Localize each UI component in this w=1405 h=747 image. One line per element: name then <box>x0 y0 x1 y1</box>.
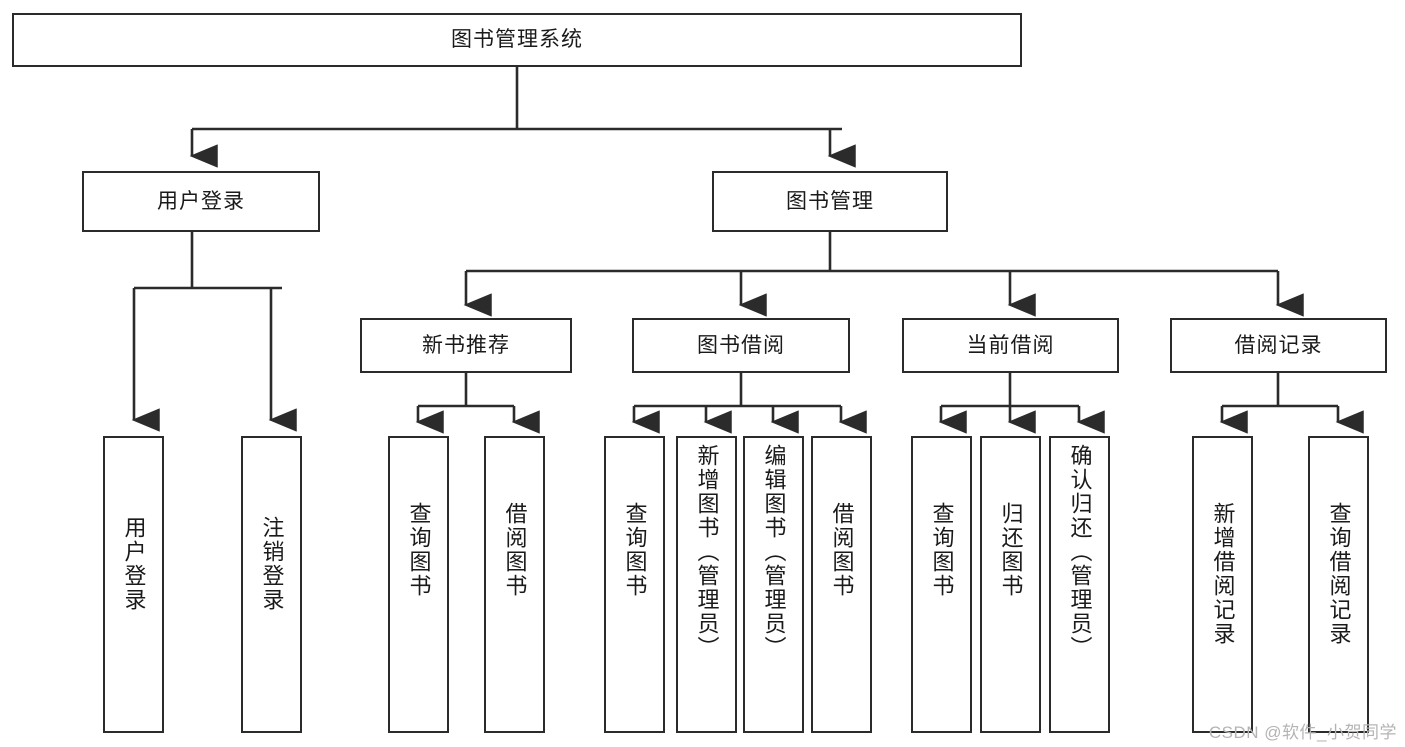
node-current-borrow-label: 当前借阅 <box>966 333 1055 357</box>
node-book-borrow[interactable]: 图书借阅 <box>632 318 850 373</box>
node-borrow-record-label: 借阅记录 <box>1234 333 1323 357</box>
node-leaf-query-book-3[interactable]: 查询图书 <box>911 436 972 733</box>
node-root-label: 图书管理系统 <box>451 28 583 52</box>
node-current-borrow[interactable]: 当前借阅 <box>902 318 1119 373</box>
node-leaf-logout-login[interactable]: 注销登录 <box>241 436 302 733</box>
node-leaf-borrow-book-1-label: 借阅图书 <box>502 502 528 598</box>
node-leaf-query-book-3-label: 查询图书 <box>929 502 955 598</box>
node-leaf-return-book[interactable]: 归还图书 <box>980 436 1041 733</box>
node-leaf-logout-login-label: 注销登录 <box>259 516 285 612</box>
node-new-book-recommend[interactable]: 新书推荐 <box>360 318 572 373</box>
node-book-borrow-label: 图书借阅 <box>697 333 785 357</box>
node-leaf-query-record[interactable]: 查询借阅记录 <box>1308 436 1369 733</box>
node-root[interactable]: 图书管理系统 <box>12 13 1022 67</box>
node-leaf-user-login[interactable]: 用户登录 <box>103 436 164 733</box>
watermark-credit: CSDN @软件_小贺同学 <box>1208 723 1397 742</box>
node-leaf-query-record-label: 查询借阅记录 <box>1326 502 1352 646</box>
node-leaf-query-book-1-label: 查询图书 <box>406 502 432 598</box>
node-leaf-confirm-return-label: 确认归还（管理员） <box>1067 444 1093 660</box>
node-user-login-label: 用户登录 <box>157 189 245 213</box>
node-book-manage[interactable]: 图书管理 <box>712 171 948 232</box>
node-borrow-record[interactable]: 借阅记录 <box>1170 318 1387 373</box>
node-leaf-add-book-label: 新增图书（管理员） <box>694 444 720 660</box>
node-leaf-user-login-label: 用户登录 <box>121 516 147 612</box>
node-leaf-query-book-1[interactable]: 查询图书 <box>388 436 449 733</box>
node-leaf-return-book-label: 归还图书 <box>998 502 1024 598</box>
node-book-manage-label: 图书管理 <box>786 189 874 213</box>
node-leaf-borrow-book-2-label: 借阅图书 <box>829 502 855 598</box>
node-new-book-recommend-label: 新书推荐 <box>422 333 510 357</box>
node-leaf-confirm-return[interactable]: 确认归还（管理员） <box>1049 436 1110 733</box>
node-leaf-borrow-book-1[interactable]: 借阅图书 <box>484 436 545 733</box>
node-leaf-query-book-2[interactable]: 查询图书 <box>604 436 665 733</box>
node-leaf-add-book[interactable]: 新增图书（管理员） <box>676 436 737 733</box>
node-leaf-add-record-label: 新增借阅记录 <box>1210 502 1236 646</box>
node-leaf-add-record[interactable]: 新增借阅记录 <box>1192 436 1253 733</box>
node-user-login[interactable]: 用户登录 <box>82 171 320 232</box>
node-leaf-edit-book-label: 编辑图书（管理员） <box>761 444 787 660</box>
node-leaf-edit-book[interactable]: 编辑图书（管理员） <box>743 436 804 733</box>
node-leaf-borrow-book-2[interactable]: 借阅图书 <box>811 436 872 733</box>
node-leaf-query-book-2-label: 查询图书 <box>622 502 648 598</box>
